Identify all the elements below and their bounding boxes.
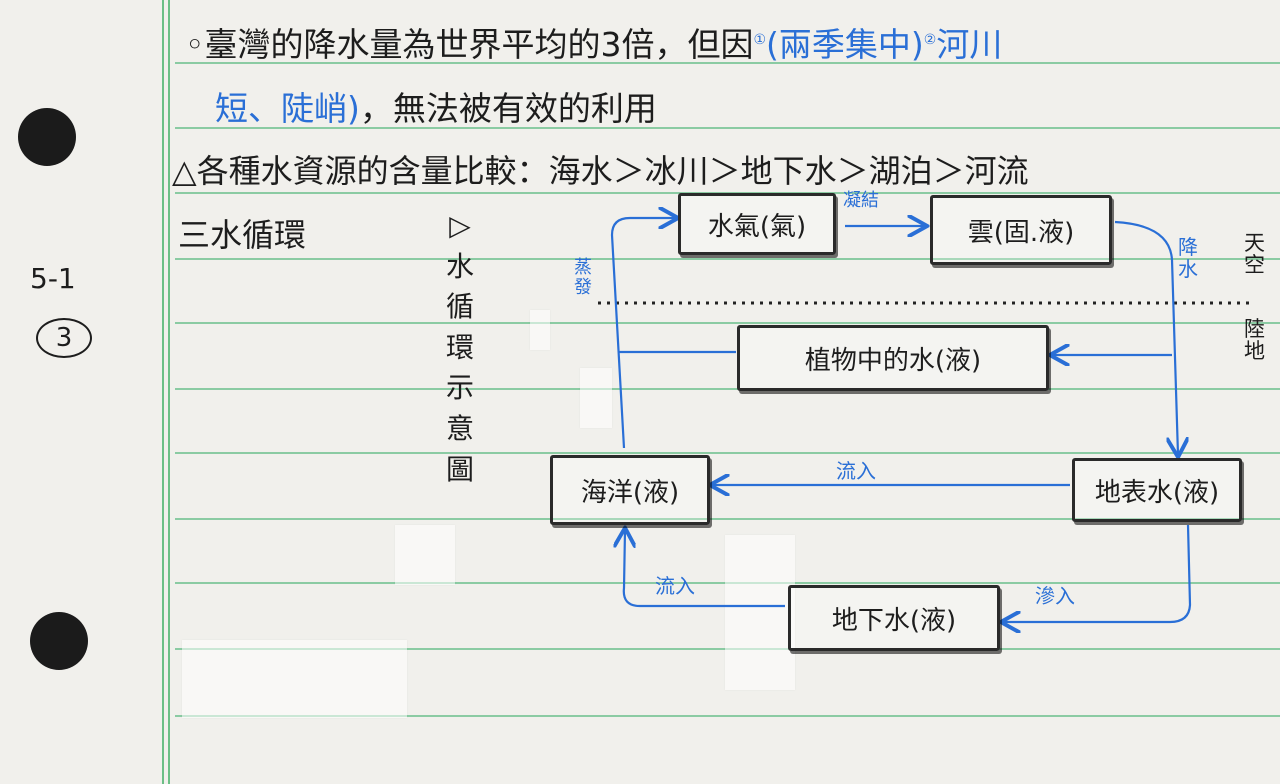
line1-text: ◦臺灣的降水量為世界平均的3倍，但因 xyxy=(185,25,754,64)
ruled-line xyxy=(175,62,1280,64)
ruled-line xyxy=(175,518,1280,520)
diagram-title-char: 水 xyxy=(446,249,475,283)
flow-in-label-bottom: 流入 xyxy=(655,574,695,598)
evaporation-char: 發 xyxy=(574,276,592,298)
land-zone-label: 陸 地 xyxy=(1244,318,1265,362)
page-reference: 5-1 xyxy=(30,262,76,295)
ruled-line xyxy=(175,322,1280,324)
diagram-title: ▷ 水 循 環 示 意 圖 xyxy=(446,206,474,490)
note-line-2: 短、陡峭)，無法被有效的利用 xyxy=(215,82,657,130)
plants-box: 植物中的水(液) xyxy=(737,325,1049,391)
ruled-line xyxy=(175,127,1280,129)
reason-2-start: 河川 xyxy=(936,25,1003,64)
diagram-title-char: 示 xyxy=(446,371,475,405)
diagram-title-char: 圖 xyxy=(446,452,475,486)
tape-patch xyxy=(530,310,550,350)
diagram-title-char: 意 xyxy=(446,411,475,445)
seep-in-arrow xyxy=(1003,524,1192,622)
tape-patch xyxy=(725,535,795,690)
mark-1: ① xyxy=(753,32,767,48)
groundwater-box: 地下水(液) xyxy=(788,585,1000,651)
diagram-title-char: 循 xyxy=(446,290,475,324)
evaporation-label: 蒸 發 xyxy=(574,258,592,298)
precipitation-char: 水 xyxy=(1178,257,1198,281)
ruled-line xyxy=(175,388,1280,390)
sky-zone-char: 空 xyxy=(1244,253,1265,278)
note-line-1: ◦臺灣的降水量為世界平均的3倍，但因①(兩季集中)②河川 xyxy=(185,18,1002,66)
tape-patch xyxy=(580,368,612,428)
ocean-box: 海洋(液) xyxy=(550,455,710,525)
diagram-title-char: 環 xyxy=(446,330,475,364)
evaporation-char: 蒸 xyxy=(574,257,592,278)
punch-hole xyxy=(30,612,88,670)
tape-patch xyxy=(182,640,407,718)
reason-1: (兩季集中) xyxy=(766,25,924,64)
ruled-line xyxy=(175,452,1280,454)
reason-2-end: 短、陡峭) xyxy=(215,89,360,128)
land-zone-char: 地 xyxy=(1244,339,1265,364)
note-line-3: △各種水資源的含量比較：海水＞冰川＞地下水＞湖泊＞河流 xyxy=(172,152,1029,190)
seep-in-label: 滲入 xyxy=(1035,584,1075,608)
section-heading: 三水循環 xyxy=(178,216,307,254)
condensation-label: 凝結 xyxy=(843,190,879,211)
line2-rest: ，無法被有效的利用 xyxy=(359,89,657,128)
punch-hole xyxy=(18,108,76,166)
precipitation-arrow xyxy=(1114,220,1178,455)
flow-in-label-top: 流入 xyxy=(836,459,876,483)
sky-zone-char: 天 xyxy=(1244,231,1265,255)
sky-zone-label: 天 空 xyxy=(1244,232,1265,276)
circled-number: 3 xyxy=(36,318,92,358)
margin-line xyxy=(162,0,164,784)
evaporation-arrow xyxy=(610,218,676,449)
precipitation-char: 降 xyxy=(1178,235,1198,259)
margin-line xyxy=(168,0,170,784)
mark-2: ② xyxy=(923,32,937,48)
cloud-box: 雲(固.液) xyxy=(930,195,1112,265)
tape-patch xyxy=(395,525,455,585)
vapor-box: 水氣(氣) xyxy=(678,193,836,255)
land-zone-char: 陸 xyxy=(1244,317,1265,341)
ruled-line xyxy=(175,258,1280,260)
ruled-line xyxy=(175,715,1280,717)
surface-water-box: 地表水(液) xyxy=(1072,458,1242,522)
precipitation-label: 降 水 xyxy=(1178,236,1198,280)
diagram-title-char: ▷ xyxy=(449,209,471,242)
